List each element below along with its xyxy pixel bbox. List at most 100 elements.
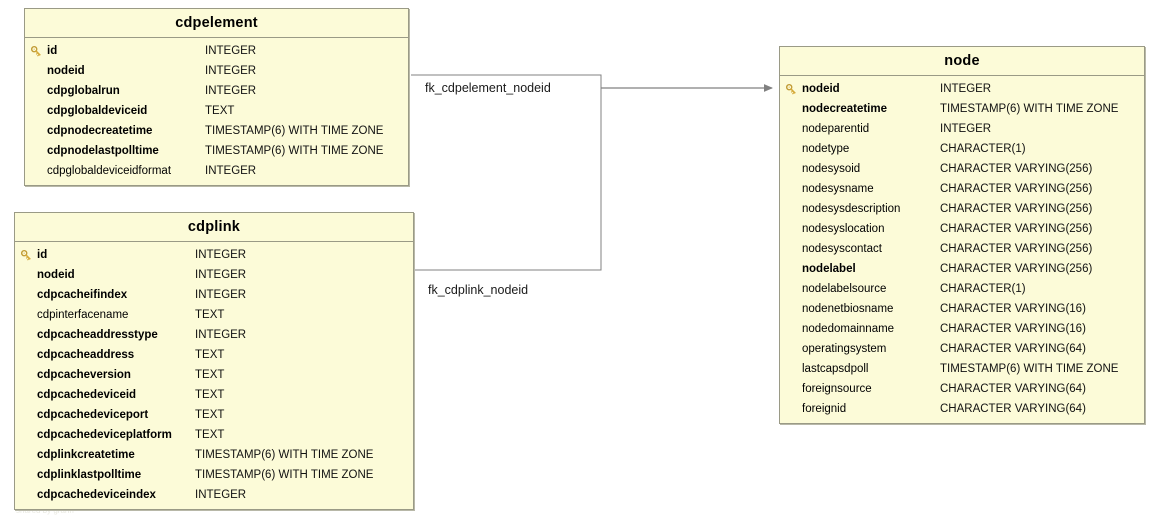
attribute-type: CHARACTER VARYING(64) [940,343,1086,355]
attribute-name: nodeparentid [802,123,870,135]
attribute-row: cdpinterfacename TEXT [15,305,413,325]
attribute-row: foreignid CHARACTER VARYING(64) [780,399,1144,419]
attribute-name: id [47,45,58,57]
attribute-type: TIMESTAMP(6) WITH TIME ZONE [940,103,1119,115]
attribute-name: cdpcachedeviceindex [37,489,156,501]
attribute-row: nodeid INTEGER [15,265,413,285]
attribute-row: cdpcachedeviceplatform TEXT [15,425,413,445]
primary-key-icon [15,249,37,262]
attribute-row: cdpglobaldeviceidformat INTEGER [25,161,408,181]
relationship-label-fk-cdplink-nodeid[interactable]: fk_cdplink_nodeid [428,283,529,297]
attribute-name: cdplinkcreatetime [37,449,135,461]
attribute-row: cdpcacheaddress TEXT [15,345,413,365]
attribute-row: nodesysdescription CHARACTER VARYING(256… [780,199,1144,219]
attribute-name: cdpcacheifindex [37,289,128,301]
primary-key-icon [780,83,802,96]
entity-title-cdplink: cdplink [15,213,413,242]
attribute-type: TEXT [195,429,225,441]
attribute-type: CHARACTER(1) [940,283,1026,295]
attribute-type: TIMESTAMP(6) WITH TIME ZONE [195,469,374,481]
attribute-row: nodesyscontact CHARACTER VARYING(256) [780,239,1144,259]
attribute-row: nodeparentid INTEGER [780,119,1144,139]
attribute-type: INTEGER [940,83,992,95]
attribute-name: nodedomainname [802,323,895,335]
attribute-name: nodesyscontact [802,243,882,255]
attribute-name: cdpinterfacename [37,309,129,321]
attribute-name: cdpglobaldeviceid [47,105,148,117]
attribute-type: TIMESTAMP(6) WITH TIME ZONE [205,125,384,137]
attribute-row: foreignsource CHARACTER VARYING(64) [780,379,1144,399]
entity-table-node[interactable]: node nodeid INTEGER [779,46,1145,424]
attribute-row: cdplinkcreatetime TIMESTAMP(6) WITH TIME… [15,445,413,465]
attribute-name: cdpcachedeviceid [37,389,137,401]
attribute-name: cdpcachedeviceplatform [37,429,172,441]
attribute-type: TEXT [195,309,225,321]
attribute-row: operatingsystem CHARACTER VARYING(64) [780,339,1144,359]
attribute-type: INTEGER [940,123,992,135]
attribute-type: CHARACTER VARYING(256) [940,203,1093,215]
attribute-type: CHARACTER VARYING(16) [940,323,1086,335]
attribute-type: CHARACTER VARYING(256) [940,263,1093,275]
attribute-name: nodeid [802,83,840,95]
attribute-type: INTEGER [205,85,257,97]
attribute-type: TEXT [195,409,225,421]
attribute-name: lastcapsdpoll [802,363,869,375]
attribute-type: CHARACTER VARYING(64) [940,383,1086,395]
attribute-type: CHARACTER(1) [940,143,1026,155]
attribute-row: cdpnodelastpolltime TIMESTAMP(6) WITH TI… [25,141,408,161]
attribute-type: INTEGER [195,289,247,301]
attribute-type: TIMESTAMP(6) WITH TIME ZONE [940,363,1119,375]
attribute-row: cdpnodecreatetime TIMESTAMP(6) WITH TIME… [25,121,408,141]
attribute-type: INTEGER [195,489,247,501]
entity-attributes-node: nodeid INTEGER nodecreatetime TIMESTAMP(… [780,76,1144,423]
entity-title-node: node [780,47,1144,76]
entity-title-cdpelement: cdpelement [25,9,408,38]
attribute-name: id [37,249,48,261]
attribute-row: nodesysname CHARACTER VARYING(256) [780,179,1144,199]
attribute-name: foreignid [802,403,847,415]
attribute-name: cdpnodecreatetime [47,125,153,137]
attribute-type: TEXT [195,369,225,381]
attribute-type: TEXT [195,349,225,361]
attribute-row: nodetype CHARACTER(1) [780,139,1144,159]
attribute-row: nodesyslocation CHARACTER VARYING(256) [780,219,1144,239]
attribute-name: cdpnodelastpolltime [47,145,159,157]
entity-attributes-cdplink: id INTEGER nodeid INTEGER cdpcacheifinde… [15,242,413,509]
attribute-row: nodedomainname CHARACTER VARYING(16) [780,319,1144,339]
attribute-name: nodesysoid [802,163,861,175]
attribute-row: cdpglobalrun INTEGER [25,81,408,101]
attribute-name: nodesyslocation [802,223,885,235]
attribute-row: nodenetbiosname CHARACTER VARYING(16) [780,299,1144,319]
entity-attributes-cdpelement: id INTEGER nodeid INTEGER cdpglobalrun I… [25,38,408,185]
attribute-type: CHARACTER VARYING(16) [940,303,1086,315]
attribute-name: nodesysdescription [802,203,901,215]
attribute-name: nodeid [37,269,75,281]
attribute-type: INTEGER [195,329,247,341]
attribute-name: cdplinklastpolltime [37,469,142,481]
attribute-row: id INTEGER [25,41,408,61]
attribute-name: nodelabel [802,263,856,275]
attribute-type: INTEGER [205,45,257,57]
attribute-row: nodecreatetime TIMESTAMP(6) WITH TIME ZO… [780,99,1144,119]
entity-table-cdplink[interactable]: cdplink id INTEGER [14,212,414,510]
entity-table-cdpelement[interactable]: cdpelement id INTEGER [24,8,409,186]
attribute-name: foreignsource [802,383,872,395]
attribute-row: id INTEGER [15,245,413,265]
attribute-row: cdpcachedeviceid TEXT [15,385,413,405]
attribute-type: TEXT [205,105,235,117]
attribute-name: nodesysname [802,183,874,195]
attribute-name: nodenetbiosname [802,303,894,315]
attribute-name: nodecreatetime [802,103,888,115]
watermark-text: shared by grahh [16,506,74,515]
attribute-row: cdpcacheversion TEXT [15,365,413,385]
relationship-label-fk-cdpelement-nodeid[interactable]: fk_cdpelement_nodeid [425,81,551,95]
connector-routing-box [411,74,602,271]
attribute-type: CHARACTER VARYING(256) [940,163,1093,175]
attribute-type: TIMESTAMP(6) WITH TIME ZONE [195,449,374,461]
attribute-row: cdpcacheifindex INTEGER [15,285,413,305]
attribute-row: cdpglobaldeviceid TEXT [25,101,408,121]
attribute-name: cdpglobaldeviceidformat [47,165,172,177]
attribute-name: nodeid [47,65,85,77]
